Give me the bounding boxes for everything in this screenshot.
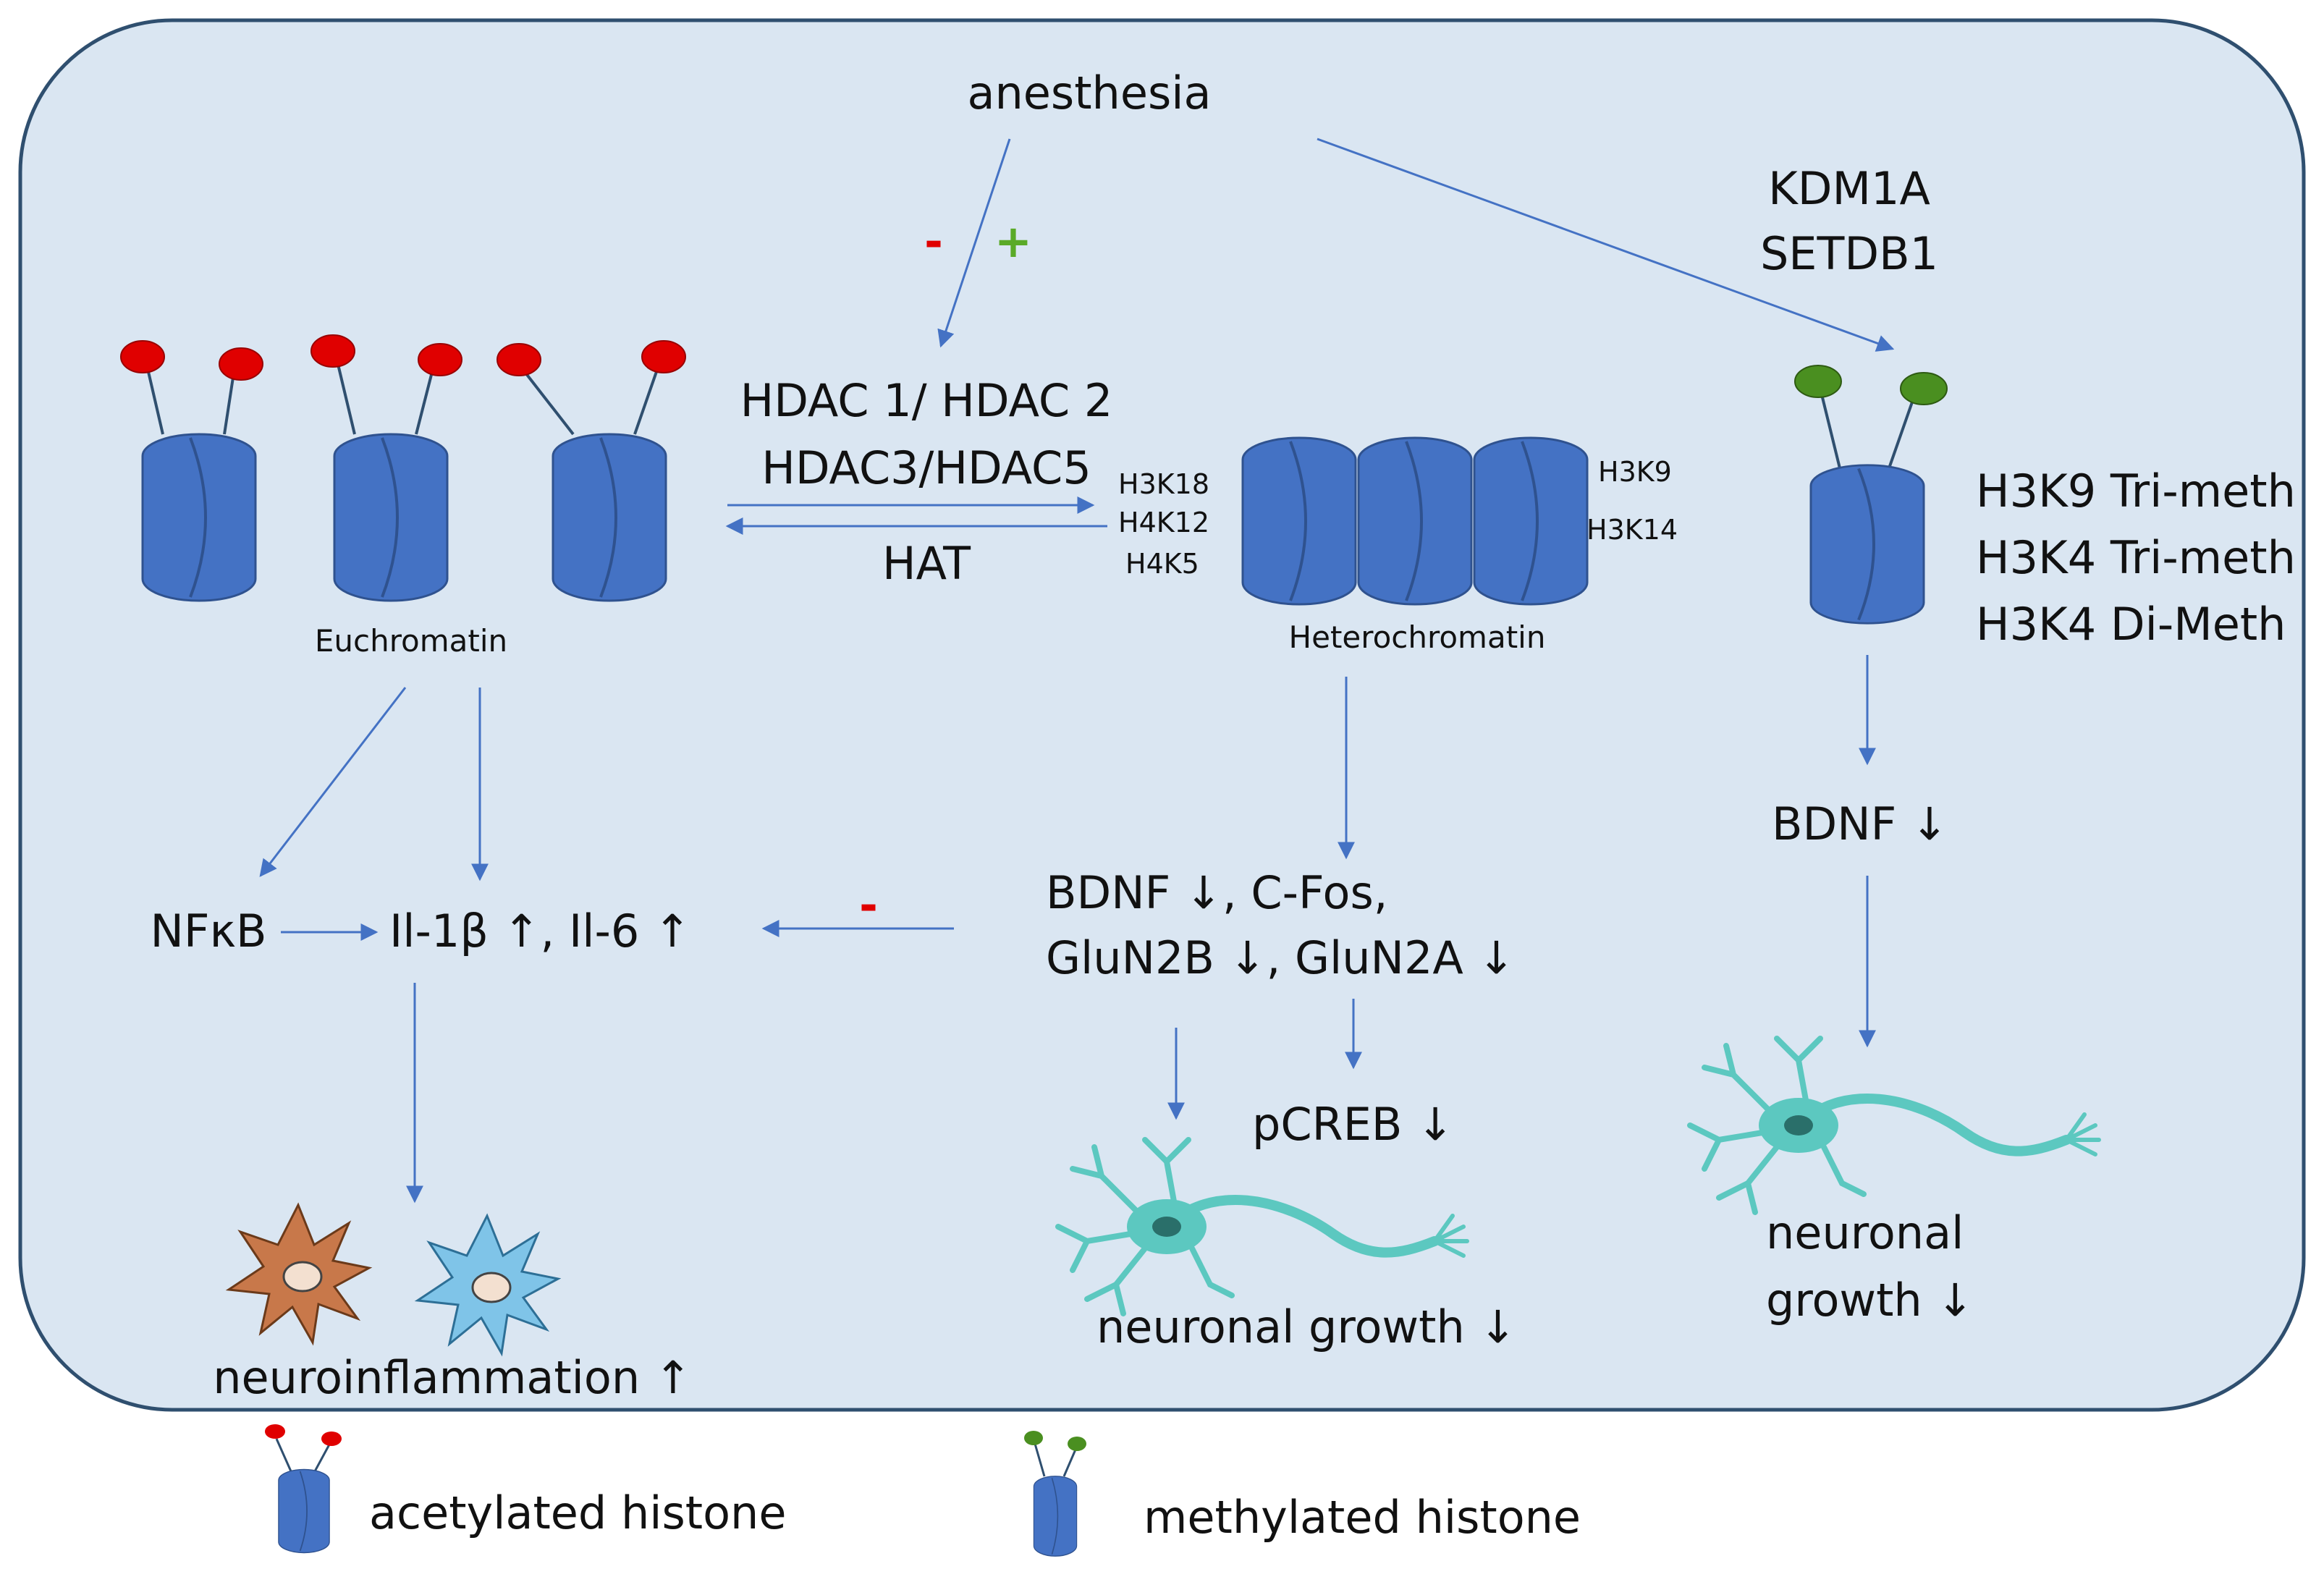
pcreb-label: pCREB ↓	[1252, 1098, 1454, 1151]
neuronal-growth-middle: neuronal growth ↓	[1096, 1301, 1516, 1353]
minus-sign: -	[924, 215, 943, 268]
acetylated-histone	[310, 334, 462, 602]
hat-label: HAT	[882, 537, 971, 590]
setdb1-label: SETDB1	[1760, 227, 1938, 280]
site-h4k12: H4K12	[1118, 507, 1209, 538]
cytokines-label: Il-1β ↑, Il-6 ↑	[389, 905, 691, 957]
legend-acetylated-icon	[265, 1424, 342, 1554]
legend-acetylated-label: acetylated histone	[369, 1486, 786, 1539]
site-h3k9: H3K9	[1598, 456, 1672, 488]
legend-methylated-label: methylated histone	[1144, 1491, 1581, 1544]
site-h3k14: H3K14	[1586, 514, 1678, 546]
arrow-euchromatin-to-nfkb	[259, 687, 407, 877]
neuroinflammation-label: neuroinflammation ↑	[213, 1351, 692, 1404]
nfkb-label: NFκB	[150, 905, 266, 957]
mark-h3k9-trimeth: H3K9 Tri-meth	[1976, 465, 2296, 517]
neuronal-growth-right-line2: growth ↓	[1766, 1274, 1974, 1327]
anesthesia-label: anesthesia	[967, 67, 1211, 119]
kdm1a-label: KDM1A	[1768, 162, 1930, 215]
inhibition-minus: -	[859, 879, 878, 931]
mark-h3k4-trimeth: H3K4 Tri-meth	[1976, 531, 2296, 584]
acetylated-histone	[497, 340, 686, 602]
site-h3k18: H3K18	[1118, 468, 1209, 500]
hdac-line1: HDAC 1/ HDAC 2	[740, 374, 1113, 427]
euchromatin-label: Euchromatin	[315, 623, 507, 659]
heterochromatin-histones	[1241, 436, 1589, 606]
heterochromatin-label: Heterochromatin	[1289, 619, 1546, 655]
genes-line1: BDNF ↓, C-Fos,	[1046, 866, 1387, 919]
site-h4k5: H4K5	[1125, 548, 1199, 580]
bdnf-right-label: BDNF ↓	[1772, 798, 1948, 850]
genes-line2: GluN2B ↓, GluN2A ↓	[1046, 931, 1515, 984]
legend-methylated-icon	[1024, 1431, 1086, 1557]
mark-h3k4-dimeth: H3K4 Di-Meth	[1976, 598, 2286, 651]
plus-sign: +	[994, 215, 1032, 268]
neuronal-growth-right-line1: neuronal	[1766, 1206, 1964, 1259]
hdac-line2: HDAC3/HDAC5	[761, 441, 1091, 494]
arrow-anesthesia-to-hdac	[937, 138, 1011, 348]
methylated-histone	[1794, 365, 1948, 625]
euchromatin-histones	[120, 334, 686, 602]
arrow-anesthesia-to-methylation	[1317, 138, 1895, 352]
acetylated-histone	[120, 340, 263, 602]
